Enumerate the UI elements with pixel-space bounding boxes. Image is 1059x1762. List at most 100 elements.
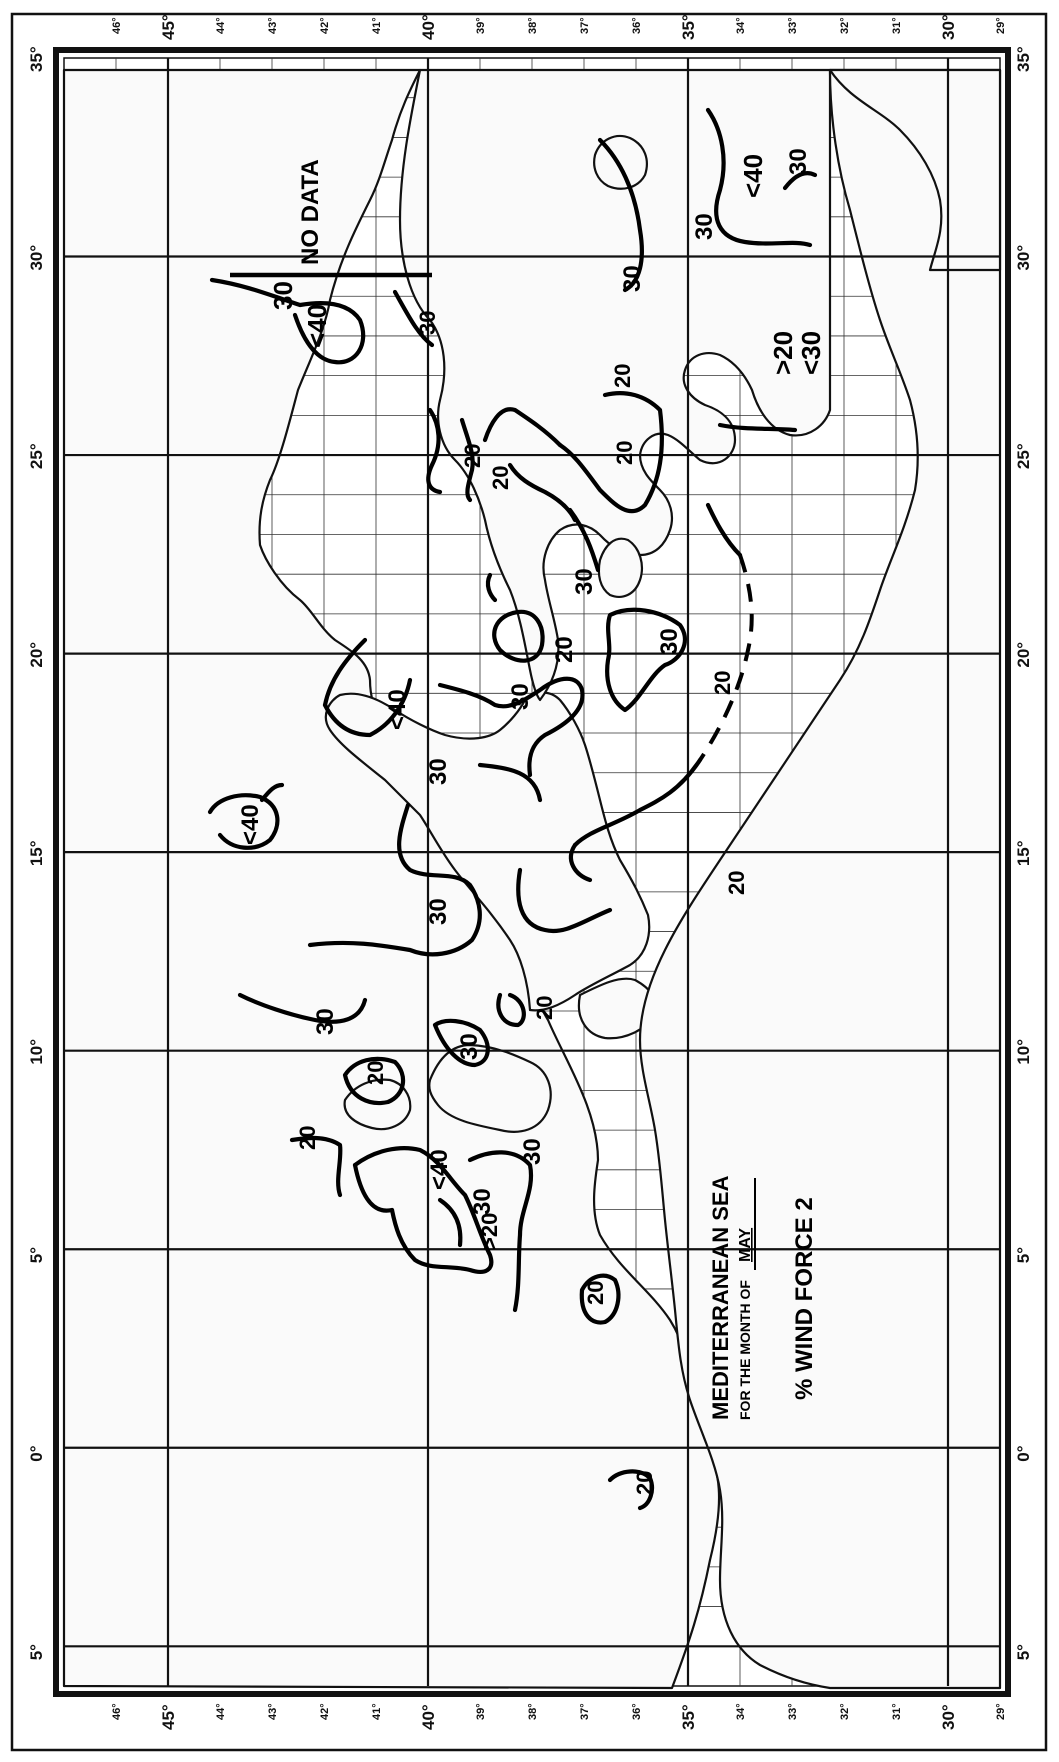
latitude-tick-label: 35° [679,1704,698,1730]
contour-label: 20 [583,1281,608,1305]
latitude-minor-tick-label: 38° [527,1703,539,1720]
contour-line [392,289,435,348]
latitude-minor-tick-label: 33° [787,17,799,34]
contour-label: 20 [724,871,749,895]
contour-line [426,407,443,495]
latitude-minor-tick-label: 46° [111,17,123,34]
contour-line [482,407,563,448]
contour-line [289,1135,343,1198]
contour-label: <40 [302,304,332,348]
latitude-tick-label: 45° [159,1704,178,1730]
latitude-tick-label: 35° [679,14,698,40]
contour-line [579,1273,621,1325]
latitude-minor-tick-label: 34° [735,1703,747,1720]
contour-line [607,1469,655,1511]
contour-line [467,1150,534,1313]
contour-label: 20 [632,1471,657,1495]
contour-line [485,572,498,603]
contour-line [492,609,545,663]
contour-line [605,607,687,713]
grid-major [64,58,1000,1686]
longitude-tick-label: 35° [1014,46,1033,72]
longitude-tick-label: 20° [27,642,46,668]
longitude-tick-label: 30° [1014,245,1033,271]
longitude-tick-label: 10° [27,1039,46,1065]
contour-line [307,802,482,957]
contour-line [207,793,280,850]
contour-label: 30 [415,311,440,335]
longitude-tick-label: 5° [27,1247,46,1263]
contour-label: >20 [477,1213,502,1250]
land-masses [62,68,1002,1690]
inner-frame [53,47,1011,1697]
contour-line [437,1197,463,1248]
longitude-tick-label: 25° [1014,443,1033,469]
latitude-minor-tick-label: 42° [319,1703,331,1720]
latitude-minor-tick-label: 39° [475,17,487,34]
contour-line [705,107,813,248]
latitude-tick-label: 45° [159,14,178,40]
longitude-tick-label: 5° [1014,1644,1033,1660]
latitude-minor-tick-label: 38° [527,17,539,34]
contour-label: <40 [384,689,411,730]
contour-dashed [698,554,754,762]
contour-line [717,422,798,433]
contour-label: 30 [785,148,812,175]
contour-label: 30 [268,281,298,310]
contour-line [352,1146,494,1274]
latitude-tick-label: 30° [939,1704,958,1730]
latitude-minor-tick-label: 29° [995,1703,1007,1720]
latitude-minor-tick-label: 41° [371,1703,383,1720]
contour-line [557,391,664,514]
contour-label: 30 [691,213,718,240]
contour-label: 20 [532,996,557,1020]
contour-line [572,757,703,848]
contour-line [432,1018,490,1068]
outer-frame [10,12,1048,1752]
contour-line [496,992,526,1028]
latitude-minor-tick-label: 43° [267,1703,279,1720]
contour-label: 20 [488,466,513,490]
contour-label: 30 [619,265,646,292]
coast-africa [638,68,1002,1690]
latitude-minor-tick-label: 44° [215,17,227,34]
title-month: MAY [737,1228,754,1262]
contour-label: 20 [612,441,637,465]
contour-label: 20 [710,671,735,695]
isopleth-contours [207,107,818,1511]
contour-line [237,992,368,1024]
longitude-tick-label: 5° [27,1644,46,1660]
contour-label: >20 [768,331,798,375]
longitude-tick-label: 10° [1014,1039,1033,1065]
contour-label: 30 [312,1008,339,1035]
longitude-tick-label: 0° [27,1445,46,1461]
no-data-label: NO DATA [297,159,324,265]
latitude-tick-label: 40° [419,14,438,40]
longitude-tick-label: 30° [27,245,46,271]
contour-label: 20 [295,1126,320,1150]
contour-label: 30 [425,898,452,925]
latitude-minor-tick-label: 43° [267,17,279,34]
longitude-tick-label: 35° [27,46,46,72]
latitude-minor-tick-label: 34° [735,17,747,34]
latitude-minor-tick-label: 32° [839,17,851,34]
contour-label: 30 [519,1138,546,1165]
contour-label: <40 [237,804,264,845]
contour-line [342,1056,406,1106]
longitude-tick-label: 15° [1014,840,1033,866]
contour-line [437,676,585,778]
contour-label: 30 [571,568,598,595]
contour-line [597,137,644,293]
contour-label: 30 [425,758,452,785]
latitude-minor-tick-label: 44° [215,1703,227,1720]
latitude-minor-tick-label: 36° [631,17,643,34]
latitude-minor-tick-label: 37° [579,1703,591,1720]
contour-label: <40 [738,154,768,198]
coast-crete [597,537,644,598]
contour-label: 20 [460,444,485,468]
contour-label: 30 [656,628,683,655]
contour-line [516,867,613,934]
contour-label: <40 [426,1149,453,1190]
